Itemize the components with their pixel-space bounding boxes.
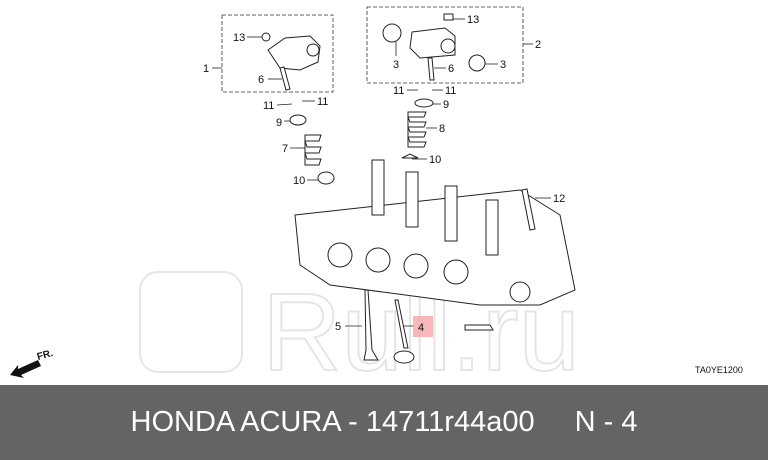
part-ref: N - 4	[574, 406, 638, 438]
callout-7: 7	[282, 143, 288, 155]
highlight-box	[413, 316, 433, 337]
drawing-code: TA0YE1200	[695, 365, 743, 375]
callout-3: 3	[500, 59, 506, 71]
callout-11: 11	[445, 85, 456, 97]
callout-11: 11	[393, 85, 404, 97]
callout-10: 10	[429, 154, 441, 166]
front-arrow-icon: FR.	[10, 348, 55, 378]
footer-bar: HONDA ACURA - 14711r44a00 N - 4	[0, 385, 768, 460]
callout-6: 6	[448, 63, 454, 75]
parts-diagram: Rull.ru	[10, 6, 743, 385]
rocker-arm-1	[261, 32, 321, 91]
callout-11: 11	[317, 96, 328, 108]
callout-6: 6	[258, 74, 264, 86]
callout-13: 13	[233, 32, 245, 44]
callout-5: 5	[335, 321, 341, 333]
callout-12: 12	[553, 193, 565, 205]
valve-spring-right	[401, 98, 434, 159]
cylinder-head	[294, 159, 576, 331]
callout-13: 13	[467, 14, 479, 26]
direction-label: FR.	[36, 348, 55, 363]
rocker-arm-2	[382, 13, 486, 81]
callout-10: 10	[293, 175, 305, 187]
callout-8: 8	[439, 123, 445, 135]
callout-3: 3	[393, 59, 399, 71]
part-title: HONDA ACURA - 14711r44a00	[130, 406, 535, 438]
assembly-box-2	[366, 6, 524, 84]
valves	[363, 289, 415, 364]
callout-9: 9	[276, 117, 282, 129]
assembly-box-1	[221, 14, 334, 93]
callout-2: 2	[535, 39, 541, 51]
valve-spring-left	[289, 114, 335, 185]
callout-4-highlighted: 4	[418, 322, 424, 334]
callout-labels: 13 1 6 11 11 9 7 10 13 2 3 6 3 11 11 9 8…	[203, 14, 565, 337]
callout-9: 9	[443, 99, 449, 111]
callout-11: 11	[263, 100, 274, 112]
callout-1: 1	[203, 63, 209, 75]
